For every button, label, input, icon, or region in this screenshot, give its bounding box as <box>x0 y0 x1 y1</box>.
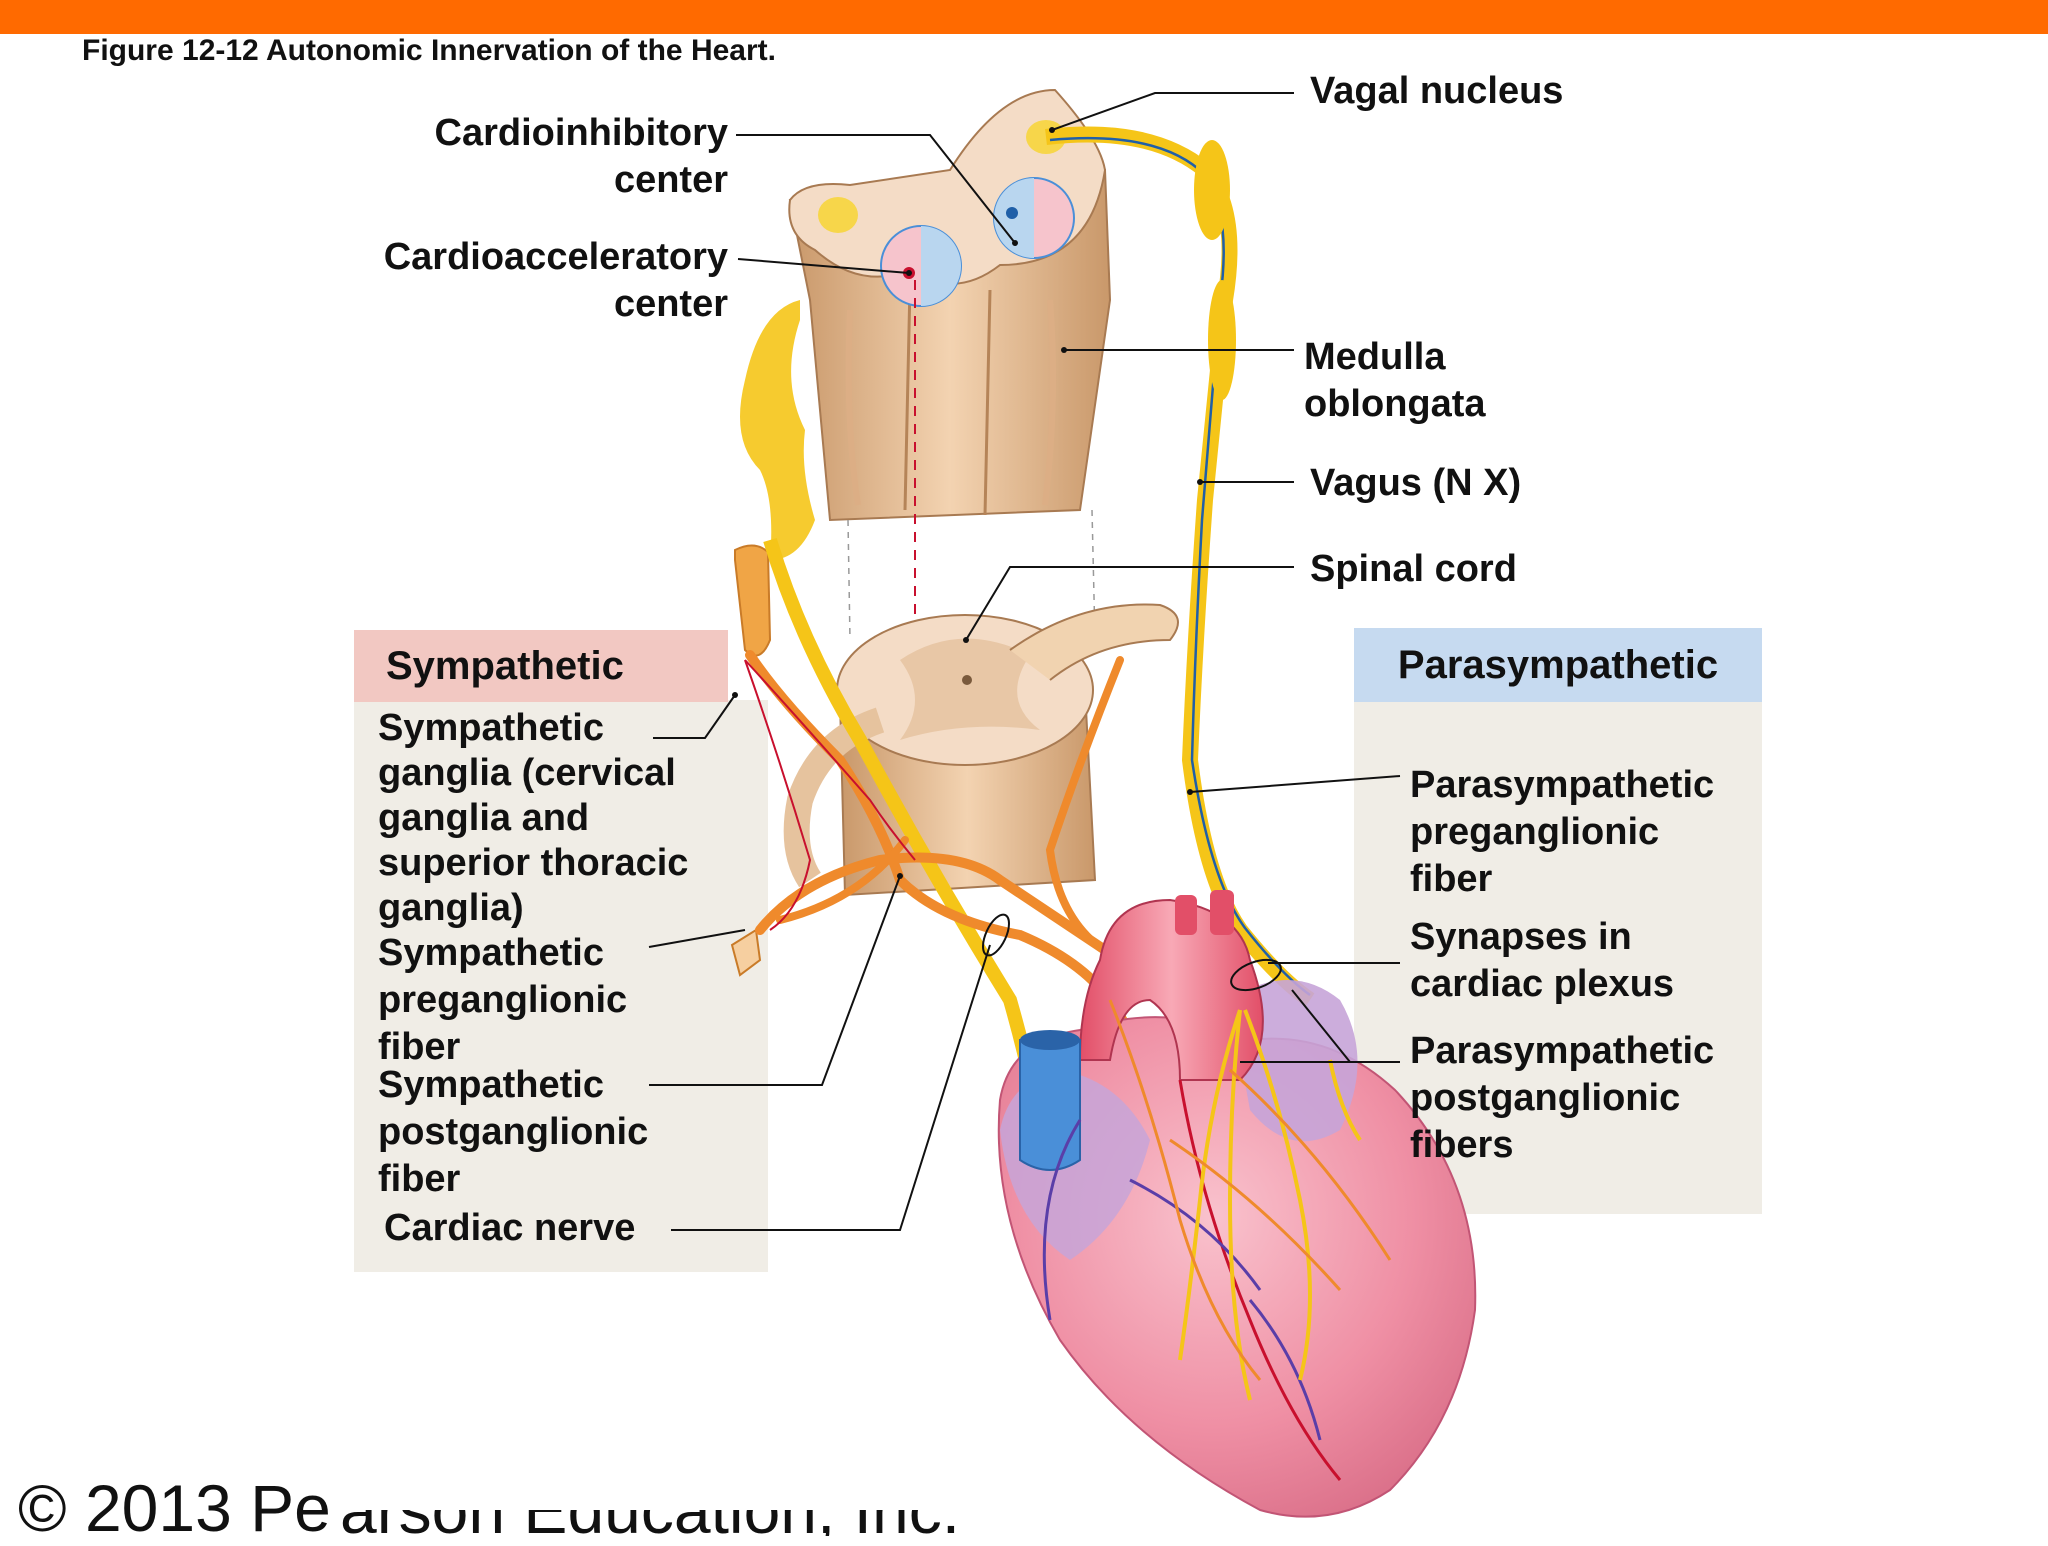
parasympathetic-fibers <box>1178 1009 1362 1401</box>
sympathetic-preganglionic-label: Sympathetic preganglionic fiber <box>378 930 627 1071</box>
label-line: Parasympathetic <box>1410 1030 1715 1072</box>
spinal-cord-segment <box>783 603 1179 897</box>
parasympathetic-postganglionic-label: Parasympathetic postganglionic fibers <box>1410 1028 1714 1169</box>
cardioinhibitory-nucleus <box>993 177 1075 259</box>
synapses-cardiac-plexus-label: Synapses in cardiac plexus <box>1410 914 1674 1008</box>
copyright-cut-line: arson Education, Inc. <box>340 1510 990 1536</box>
label-line: oblongata <box>1304 383 1486 425</box>
label-line: Synapses in <box>1410 916 1632 958</box>
vagal-nucleus-label: Vagal nucleus <box>1310 70 1564 112</box>
sympathetic-header: Sympathetic <box>354 630 728 702</box>
label-line: Medulla <box>1304 336 1446 378</box>
label-line: center <box>613 283 728 325</box>
sympathetic-panel <box>354 700 768 1272</box>
vagus-label: Vagus (N X) <box>1310 462 1522 504</box>
sympathetic-postganglionic-label: Sympathetic postganglionic fiber <box>378 1062 648 1203</box>
label-line: ganglia and <box>378 797 590 839</box>
label-line: preganglionic <box>1410 811 1660 853</box>
label-line: Cardioinhibitory <box>434 112 728 154</box>
label-line: Sympathetic <box>378 1064 604 1106</box>
label-line: Cardioacceleratory <box>383 236 728 278</box>
cardiac-nerve-label: Cardiac nerve <box>384 1207 636 1249</box>
top-accent-bar <box>0 0 2048 34</box>
sympathetic-fibers <box>745 650 1175 1145</box>
sympathetic-header-text: Sympathetic <box>386 643 624 688</box>
label-line: fiber <box>378 1026 461 1068</box>
label-line: center <box>613 159 728 201</box>
heart <box>997 890 1477 1518</box>
cardioacceleratory-nucleus <box>880 225 962 307</box>
cardiac-plexus-marker <box>1230 958 1282 992</box>
figure-title: Figure 12-12 Autonomic Innervation of th… <box>82 34 776 67</box>
label-line: Sympathetic <box>378 932 604 974</box>
spinal-cord-label: Spinal cord <box>1310 548 1517 590</box>
left-vagal-nucleus <box>818 197 858 233</box>
parasympathetic-header: Parasympathetic <box>1354 628 1762 702</box>
label-line: Sympathetic <box>378 707 604 749</box>
label-line: postganglionic <box>1410 1077 1681 1119</box>
label-line: ganglia (cervical <box>378 752 676 794</box>
label-line: preganglionic <box>378 979 628 1021</box>
medulla-oblongata-block <box>788 88 1112 522</box>
parasympathetic-preganglionic-label: Parasympathetic preganglionic fiber <box>1410 762 1714 903</box>
cardioinhibitory-center-label: Cardioinhibitory center <box>435 110 728 204</box>
label-line: cardiac plexus <box>1410 963 1675 1005</box>
leader-lines <box>648 92 1401 1231</box>
label-line: fibers <box>1410 1124 1514 1166</box>
copyright-cut-text: arson Education, Inc. <box>340 1510 990 1536</box>
label-line: fiber <box>1410 858 1493 900</box>
parasympathetic-header-text: Parasympathetic <box>1397 642 1719 687</box>
copyright-text: © 2013 Pe <box>18 1471 331 1545</box>
cardioacceleratory-center-label: Cardioacceleratory center <box>384 234 728 328</box>
label-line: ganglia) <box>378 887 524 929</box>
label-line: Parasympathetic <box>1410 764 1715 806</box>
cervical-ganglion <box>734 544 772 657</box>
label-line: fiber <box>378 1158 461 1200</box>
sympathetic-ganglia-label: Sympathetic ganglia (cervical ganglia an… <box>378 706 688 931</box>
label-line: superior thoracic <box>378 842 689 884</box>
medulla-oblongata-label: Medulla oblongata <box>1304 334 1486 428</box>
label-line: postganglionic <box>378 1111 649 1153</box>
